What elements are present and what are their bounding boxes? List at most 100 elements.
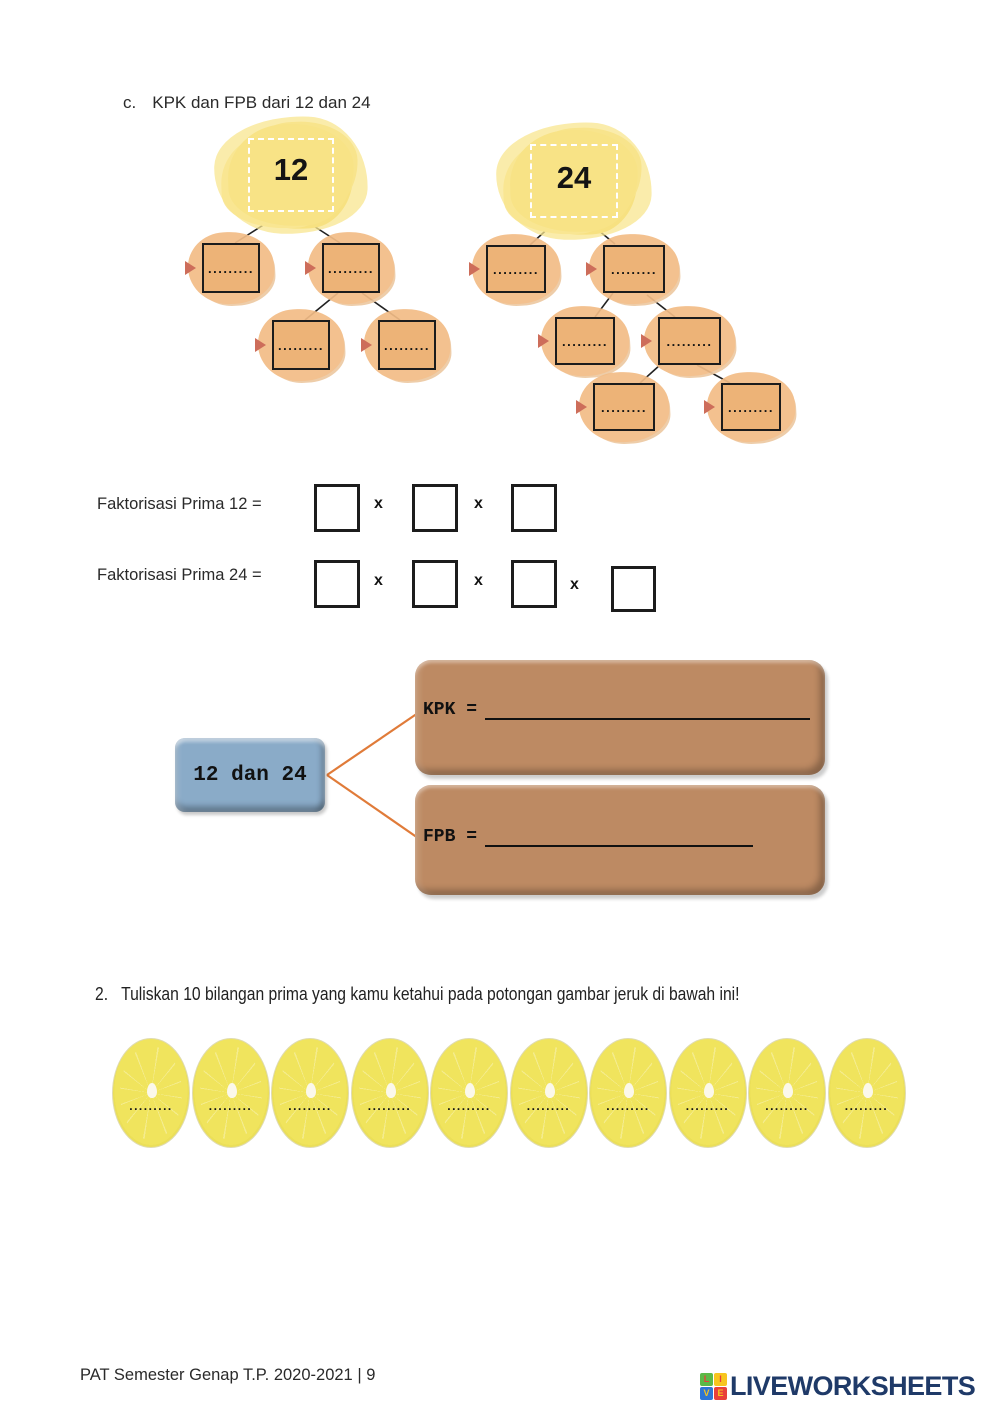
kpk-answer-line[interactable]: [485, 704, 811, 720]
answer-dots: .........: [327, 260, 374, 276]
tree12-factor-box: .........: [361, 320, 436, 370]
lemon-pip: [624, 1083, 634, 1098]
times-symbol: x: [374, 572, 383, 589]
answer-dots: .........: [277, 337, 324, 353]
lemon-pip: [465, 1083, 475, 1098]
answer-box[interactable]: .........: [658, 317, 721, 365]
prime-answer-field[interactable]: .........: [606, 1099, 650, 1113]
tree24-factor-box: .........: [704, 383, 781, 431]
answer-dots: .........: [383, 337, 430, 353]
tree12-factor-box: .........: [185, 243, 260, 293]
prime-answer-field[interactable]: .........: [367, 1099, 412, 1113]
times-symbol: x: [474, 495, 483, 512]
lemon-pip: [703, 1083, 714, 1098]
fpb-label: FPB =: [423, 827, 478, 847]
logo-tile-e: E: [714, 1387, 727, 1400]
tree24-root-highlight: 24: [508, 127, 640, 235]
lemon-slice-row: ......... ......... ......... ......... …: [112, 1038, 906, 1148]
liveworksheets-wordmark: LIVEWORKSHEETS: [730, 1371, 976, 1401]
faktorisasi-24-box-3[interactable]: [511, 560, 557, 608]
tree24-factor-box: .........: [576, 383, 655, 431]
prime-answer-field[interactable]: .........: [844, 1099, 889, 1113]
logo-tile-i: I: [714, 1373, 727, 1386]
lemon-pip: [862, 1083, 873, 1098]
tree24-factor-box: .........: [586, 245, 665, 293]
answer-dots: .........: [600, 399, 647, 415]
tree24-factor-box: .........: [469, 245, 546, 293]
prime-answer-field[interactable]: .........: [765, 1099, 809, 1113]
fpb-answer-row: FPB =: [423, 827, 754, 847]
faktorisasi-24-box-4[interactable]: [611, 566, 656, 612]
kpk-answer-row: KPK =: [423, 700, 811, 720]
liveworksheets-logo[interactable]: L I V E LIVEWORKSHEETS: [700, 1371, 976, 1402]
section-heading: c. KPK dan FPB dari 12 dan 24: [123, 93, 371, 113]
dashed-frame: [248, 138, 334, 212]
lemon-slice: .........: [748, 1038, 826, 1148]
lemon-slice: .........: [112, 1038, 190, 1148]
faktorisasi-12-box-1[interactable]: [314, 484, 360, 532]
faktorisasi-12-box-3[interactable]: [511, 484, 557, 532]
faktorisasi-24-box-2[interactable]: [412, 560, 458, 608]
tree24-factor-box: .........: [641, 317, 721, 365]
answer-dots: .........: [666, 333, 713, 349]
answer-dots: .........: [207, 260, 254, 276]
tree24-root-value: 24: [556, 160, 592, 195]
fpb-panel: FPB =: [415, 785, 825, 895]
answer-box[interactable]: .........: [603, 245, 665, 293]
lemon-slice: .........: [589, 1038, 667, 1148]
prime-answer-field[interactable]: .........: [526, 1099, 571, 1113]
tree12-root-value: 12: [273, 152, 309, 187]
lemon-slice: .........: [350, 1038, 429, 1148]
kpk-panel: KPK =: [415, 660, 825, 775]
lemon-pip: [226, 1083, 237, 1098]
lemon-pip: [306, 1083, 316, 1098]
lemon-slice: .........: [668, 1038, 747, 1148]
times-symbol: x: [374, 495, 383, 512]
lemon-pip: [544, 1083, 555, 1098]
prime-answer-field[interactable]: .........: [685, 1099, 730, 1113]
prime-answer-field[interactable]: .........: [288, 1099, 332, 1113]
answer-box[interactable]: .........: [272, 320, 330, 370]
fpb-answer-line[interactable]: [485, 831, 754, 847]
faktorisasi-24-box-1[interactable]: [314, 560, 360, 608]
liveworksheets-logo-icon: L I V E: [700, 1373, 727, 1400]
answer-box[interactable]: .........: [593, 383, 655, 431]
lemon-slice: .........: [271, 1038, 349, 1148]
lemon-slice: .........: [191, 1038, 270, 1148]
answer-box[interactable]: .........: [486, 245, 546, 293]
answer-dots: .........: [492, 261, 539, 277]
footer-page-info: PAT Semester Genap T.P. 2020-2021 | 9: [80, 1366, 376, 1384]
answer-box[interactable]: .........: [555, 317, 615, 365]
times-symbol: x: [570, 576, 579, 593]
question-2-text: Tuliskan 10 bilangan prima yang kamu ket…: [121, 984, 740, 1004]
logo-tile-v: V: [700, 1387, 713, 1400]
prime-answer-field[interactable]: .........: [447, 1099, 491, 1113]
tree12-root-highlight: 12: [226, 121, 356, 229]
answer-box[interactable]: .........: [202, 243, 260, 293]
section-title: KPK dan FPB dari 12 dan 24: [152, 93, 371, 112]
answer-dots: .........: [727, 399, 774, 415]
faktorisasi-12-label: Faktorisasi Prima 12 =: [97, 495, 262, 513]
faktorisasi-12-box-2[interactable]: [412, 484, 458, 532]
lemon-pip: [783, 1083, 793, 1098]
prime-answer-field[interactable]: .........: [129, 1099, 173, 1113]
lemon-pip: [385, 1083, 396, 1098]
answer-box[interactable]: .........: [721, 383, 781, 431]
times-symbol: x: [474, 572, 483, 589]
tree24-factor-box: .........: [538, 317, 615, 365]
faktorisasi-24-label: Faktorisasi Prima 24 =: [97, 566, 262, 584]
answer-dots: .........: [610, 261, 657, 277]
answer-dots: .........: [561, 333, 608, 349]
logo-tile-l: L: [700, 1373, 713, 1386]
answer-box[interactable]: .........: [322, 243, 380, 293]
question-2: 2. Tuliskan 10 bilangan prima yang kamu …: [95, 984, 739, 1005]
prime-answer-field[interactable]: .........: [208, 1099, 253, 1113]
section-label: c.: [123, 93, 137, 112]
lemon-slice: .........: [509, 1038, 588, 1148]
tree12-factor-box: .........: [255, 320, 330, 370]
dashed-frame: [530, 144, 618, 218]
tree12-factor-box: .........: [305, 243, 380, 293]
answer-box[interactable]: .........: [378, 320, 436, 370]
lemon-pip: [147, 1083, 157, 1098]
